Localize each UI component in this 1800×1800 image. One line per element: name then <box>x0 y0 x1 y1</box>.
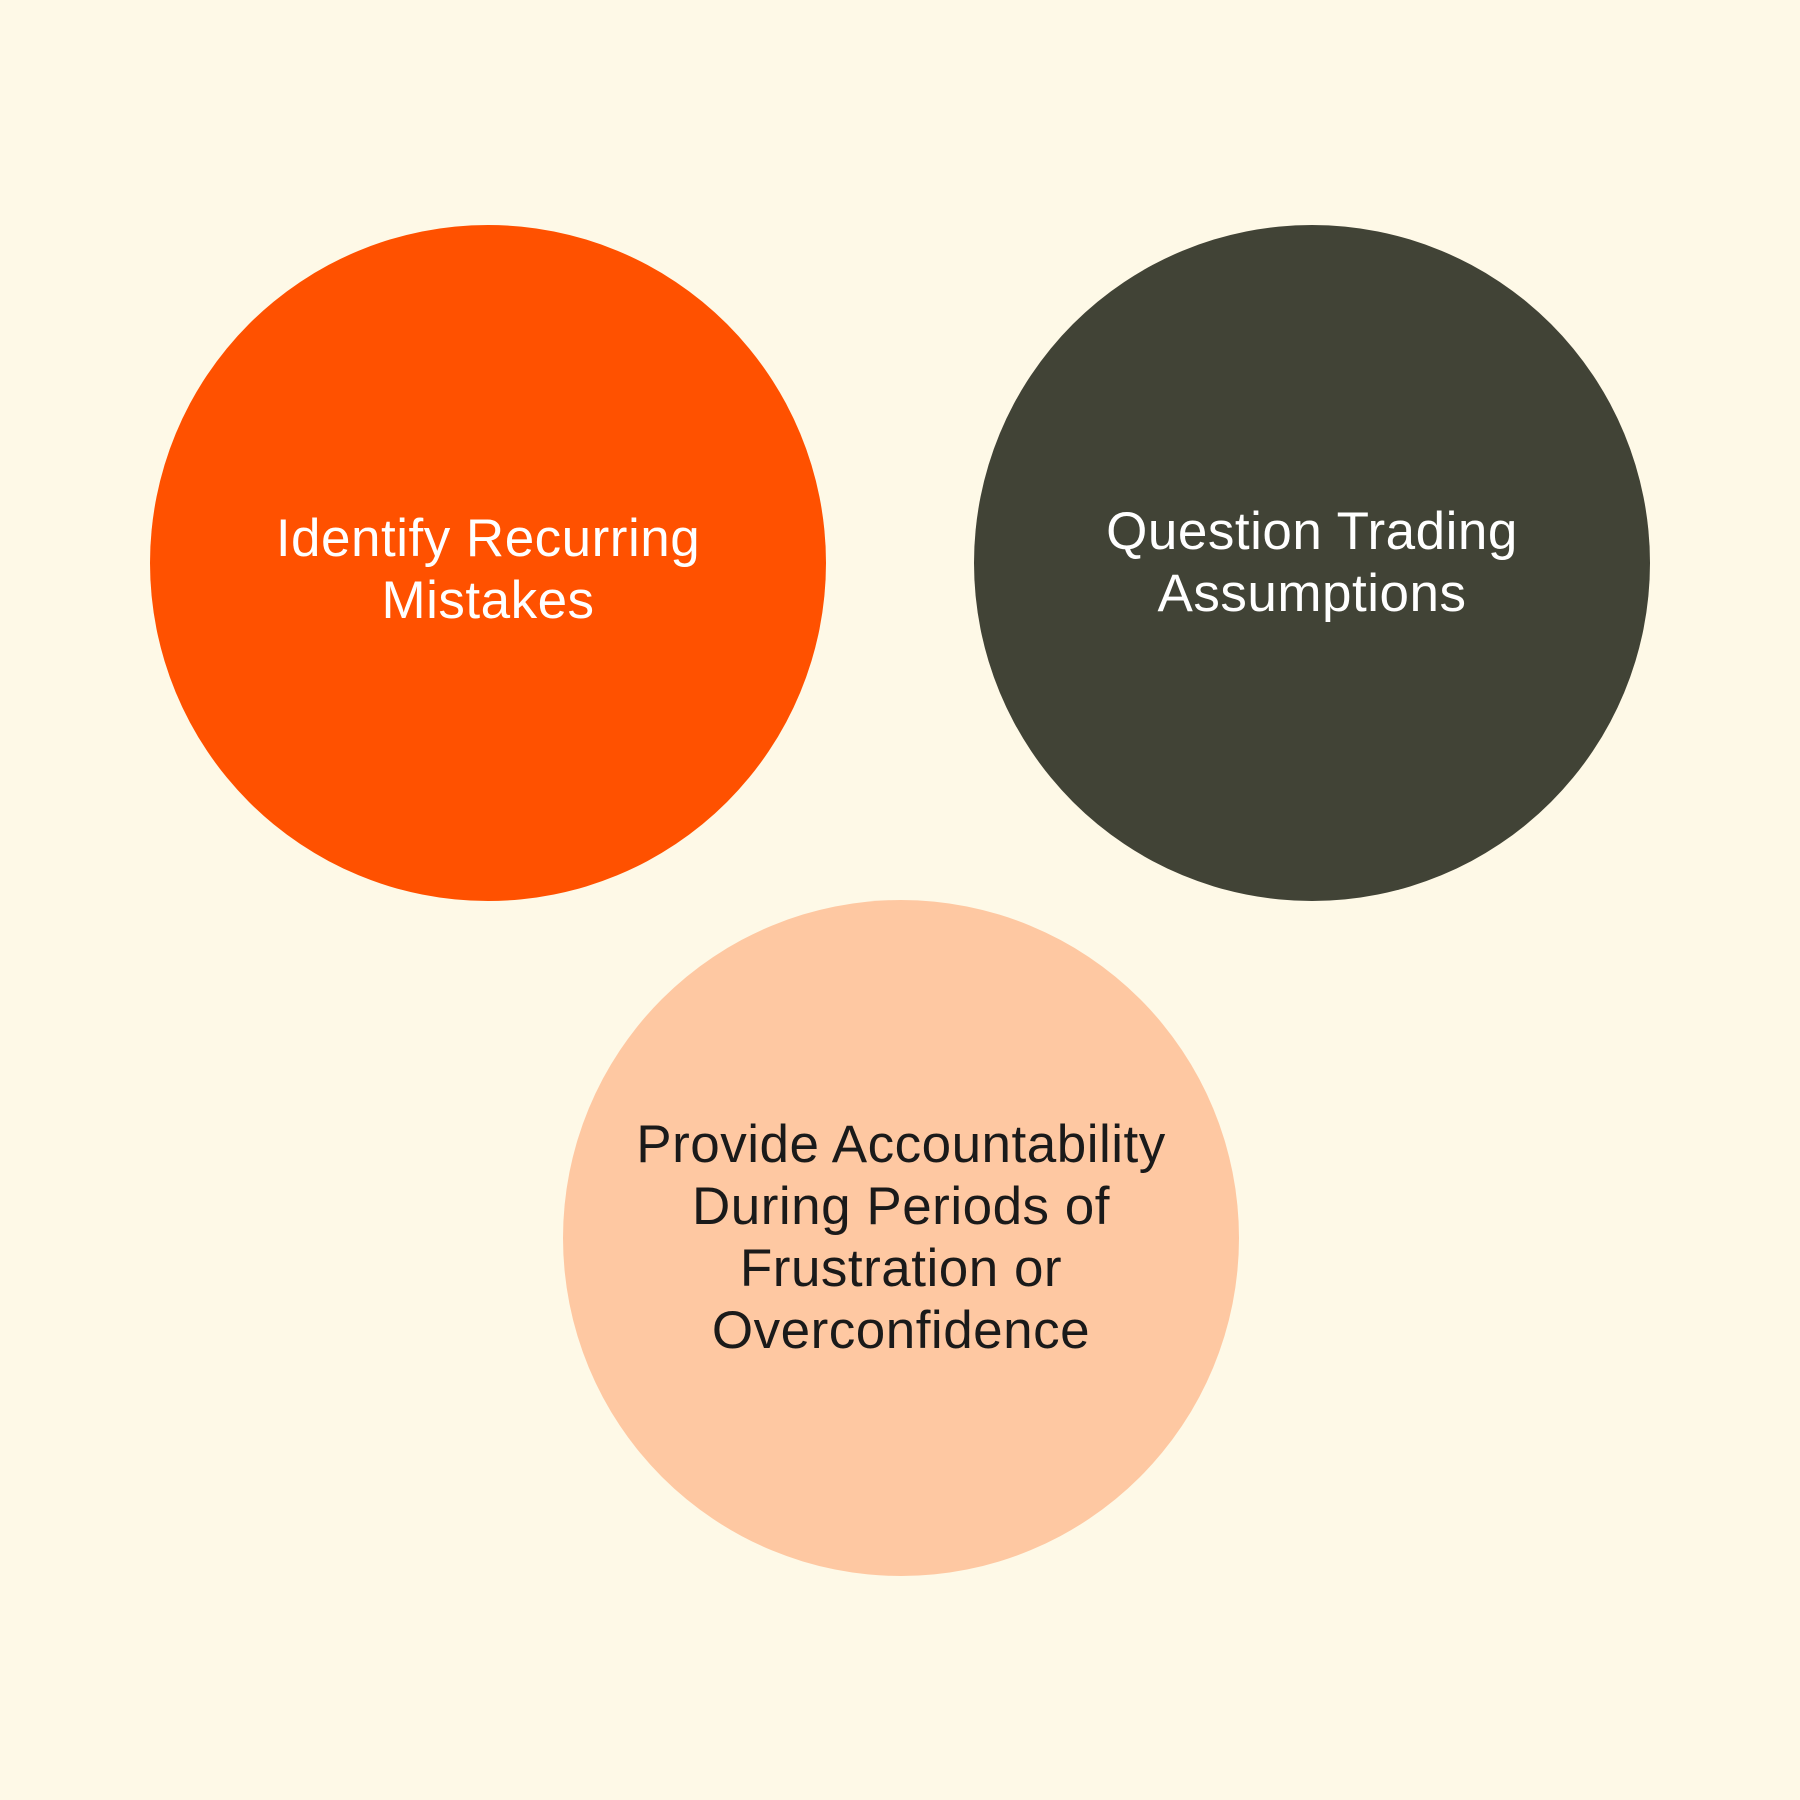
circle-label: Provide Accountability During Periods of… <box>636 1115 1166 1360</box>
circle-identify-recurring-mistakes: Identify Recurring Mistakes <box>150 225 826 901</box>
circle-label: Identify Recurring Mistakes <box>275 509 701 630</box>
circle-provide-accountability: Provide Accountability During Periods of… <box>563 900 1239 1576</box>
circle-label: Question Trading Assumptions <box>1106 502 1518 623</box>
circle-question-trading-assumptions: Question Trading Assumptions <box>974 225 1650 901</box>
